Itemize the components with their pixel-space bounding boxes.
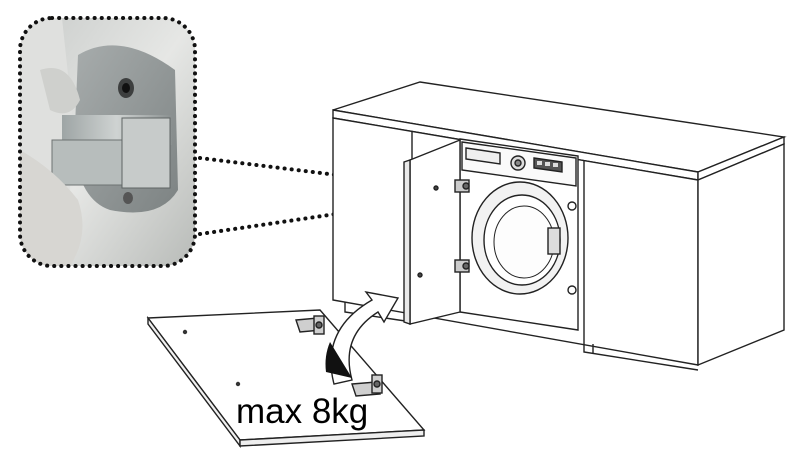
panel-hinge-bottom bbox=[351, 374, 383, 397]
door-panel bbox=[146, 309, 426, 449]
hinge-closeup-photo bbox=[18, 16, 197, 268]
max-weight-label: max 8kg bbox=[236, 392, 369, 431]
panel-hinge-top bbox=[295, 315, 325, 335]
hinge-lower bbox=[454, 259, 470, 273]
hinge-upper bbox=[454, 179, 470, 193]
washing-machine bbox=[459, 138, 579, 331]
open-cabinet-door bbox=[403, 138, 470, 325]
pointer-lines bbox=[198, 156, 460, 236]
rotation-arrow bbox=[325, 290, 400, 385]
